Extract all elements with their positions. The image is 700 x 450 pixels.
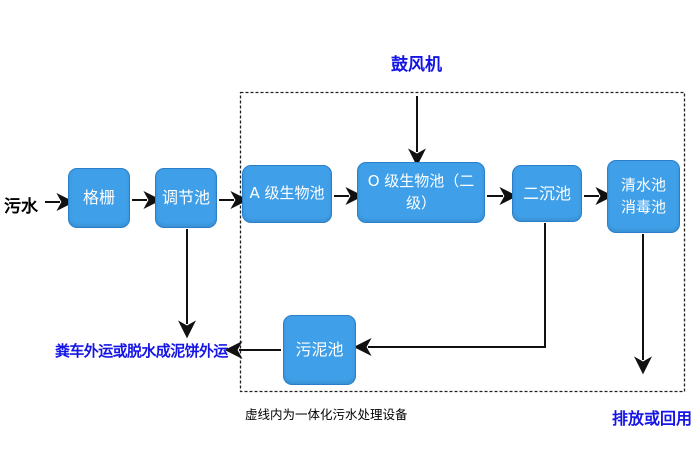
node-a-bio-tank: A 级生物池 [242, 165, 332, 223]
dashed-box-caption: 虚线内为一体化污水处理设备 [245, 407, 408, 422]
sludge-disposal-label: 粪车外运或脱水成泥饼外运 [55, 342, 228, 360]
node-regulating-tank: 调节池 [155, 168, 217, 228]
node-grille: 格栅 [68, 168, 130, 228]
node-secondary-clarifier: 二沉池 [512, 165, 582, 222]
blower-label: 鼓风机 [391, 55, 442, 75]
equipment-boundary-dashed-box [239, 91, 686, 393]
node-clean-disinfection-tank: 清水池 消毒池 [607, 160, 680, 233]
arrow-clarifier-to-sludge-tank [353, 223, 546, 356]
node-o-bio-tank: O 级生物池（二级） [357, 162, 485, 223]
influent-label: 污水 [4, 197, 38, 217]
discharge-reuse-label: 排放或回用 [612, 409, 693, 428]
node-sludge-tank: 污泥池 [283, 315, 356, 385]
